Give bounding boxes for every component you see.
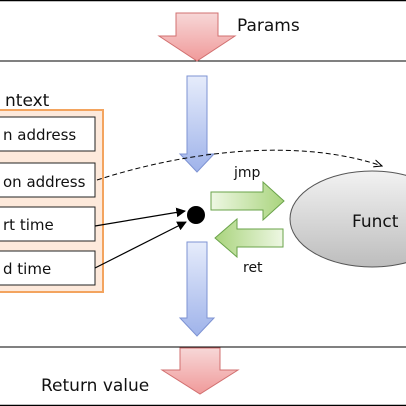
jmp-arrow xyxy=(210,180,285,222)
flow-arrow-down-top xyxy=(178,75,216,173)
context-title: ntext xyxy=(5,91,50,111)
start-time-arrow xyxy=(94,207,186,227)
return-value-arrow xyxy=(160,347,240,395)
context-field-2: on address xyxy=(0,162,96,198)
return-value-label: Return value xyxy=(41,376,149,396)
jmp-label: jmp xyxy=(233,165,261,181)
ret-arrow xyxy=(214,217,284,259)
function-label: Funct xyxy=(352,212,399,232)
junction-dot xyxy=(187,206,205,224)
svg-text:on address: on address xyxy=(3,173,86,191)
svg-text:rt time: rt time xyxy=(3,216,54,234)
context-field-4: d time xyxy=(0,250,96,286)
function-node xyxy=(289,170,406,268)
flow-arrow-down-bottom xyxy=(178,241,216,337)
context-field-1: n address xyxy=(0,116,96,152)
ret-label: ret xyxy=(243,260,263,276)
params-arrow xyxy=(157,12,237,62)
end-time-arrow xyxy=(94,221,187,269)
params-label: Params xyxy=(237,16,300,36)
context-field-3: rt time xyxy=(0,206,96,242)
svg-text:n address: n address xyxy=(3,126,76,144)
svg-text:d time: d time xyxy=(3,260,51,278)
